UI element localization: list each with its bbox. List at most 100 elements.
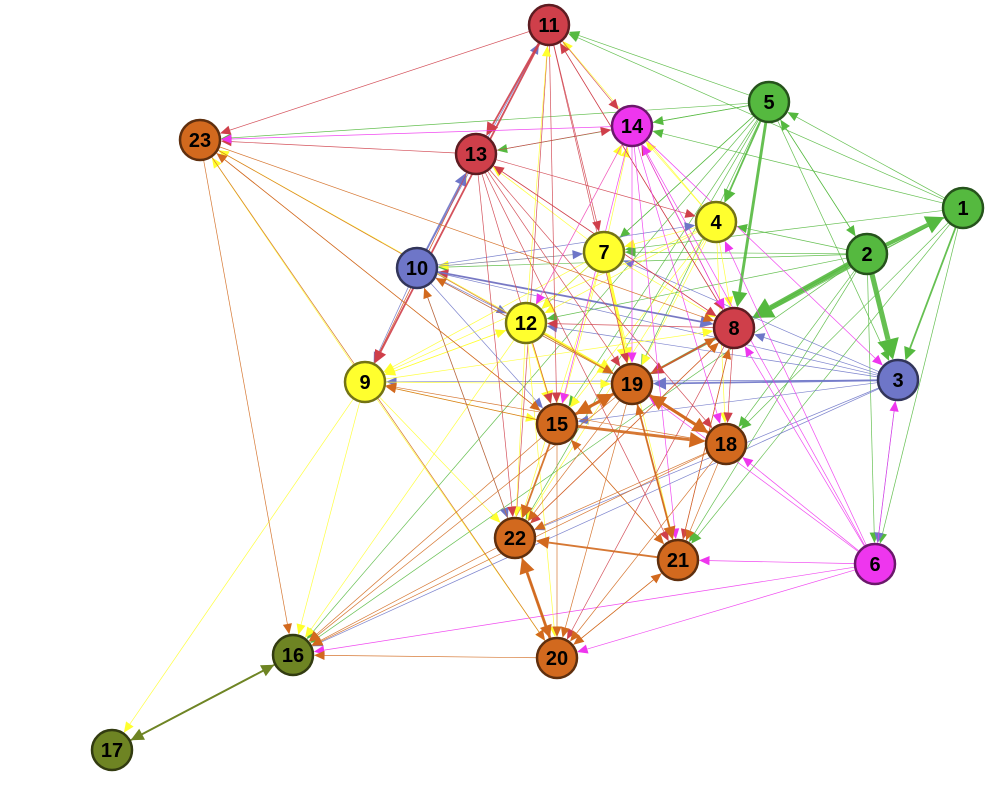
arrowhead-icon — [566, 628, 576, 640]
node-circle[interactable] — [747, 80, 791, 124]
edge-line — [728, 119, 762, 192]
edge-5-to-11 — [568, 31, 751, 96]
node-16[interactable]: 16 — [271, 633, 315, 677]
arrowhead-icon — [568, 31, 581, 40]
node-label: 3 — [892, 370, 903, 392]
edge-line — [427, 297, 509, 520]
edge-line — [571, 345, 725, 631]
edge-11-to-7 — [553, 44, 602, 232]
arrowhead-icon — [525, 412, 537, 422]
node-circle[interactable] — [582, 230, 626, 274]
edge-line — [553, 44, 597, 222]
node-circle[interactable] — [178, 118, 222, 162]
edge-6-to-14 — [642, 144, 866, 547]
edge-line — [378, 396, 494, 516]
node-11[interactable]: 11 — [527, 3, 571, 47]
edge-line — [495, 131, 602, 151]
edge-13-to-23 — [220, 137, 457, 154]
arrowhead-icon — [705, 306, 717, 317]
node-circle[interactable] — [271, 633, 315, 677]
node-circle[interactable] — [535, 402, 579, 446]
node-circle[interactable] — [941, 186, 985, 230]
edge-line — [564, 403, 628, 628]
node-circle[interactable] — [853, 542, 897, 586]
node-21[interactable]: 21 — [656, 538, 700, 582]
node-20[interactable]: 20 — [535, 636, 579, 680]
node-circle[interactable] — [876, 358, 920, 402]
node-circle[interactable] — [454, 132, 498, 176]
node-10[interactable]: 10 — [395, 246, 439, 290]
edge-5-to-2 — [779, 118, 856, 237]
edge-10-to-8 — [436, 270, 714, 328]
edge-1-to-14 — [652, 129, 944, 204]
node-circle[interactable] — [610, 362, 654, 406]
node-23[interactable]: 23 — [178, 118, 222, 162]
node-circle[interactable] — [704, 422, 748, 466]
node-19[interactable]: 19 — [610, 362, 654, 406]
arrowhead-icon — [724, 241, 734, 253]
node-circle[interactable] — [504, 301, 548, 345]
edge-10-to-15 — [430, 282, 543, 409]
node-circle[interactable] — [712, 306, 756, 350]
edge-line — [637, 145, 718, 414]
edge-13-to-18 — [488, 168, 713, 429]
edge-1-to-5 — [787, 112, 946, 199]
edge-line — [425, 183, 462, 251]
edge-6-to-20 — [577, 569, 856, 654]
arrowhead-icon — [742, 457, 754, 468]
node-label: 9 — [359, 372, 370, 394]
node-circle[interactable] — [610, 104, 654, 148]
edge-14-to-12 — [535, 143, 623, 305]
edge-19-to-8 — [649, 338, 716, 375]
arrowhead-icon — [635, 404, 645, 416]
arrowhead-icon — [220, 134, 232, 144]
edge-line — [682, 358, 727, 541]
node-3[interactable]: 3 — [876, 358, 920, 402]
node-circle[interactable] — [90, 728, 134, 772]
node-9[interactable]: 9 — [343, 360, 387, 404]
node-15[interactable]: 15 — [535, 402, 579, 446]
node-circle[interactable] — [535, 636, 579, 680]
edge-6-to-4 — [724, 241, 867, 547]
node-circle[interactable] — [694, 200, 738, 244]
arrowhead-icon — [570, 439, 582, 451]
node-circle[interactable] — [656, 538, 700, 582]
node-13[interactable]: 13 — [454, 132, 498, 176]
edge-11-to-19 — [553, 44, 630, 364]
node-5[interactable]: 5 — [747, 80, 791, 124]
arrowhead-icon — [305, 626, 315, 638]
arrowhead-icon — [535, 629, 546, 641]
edge-line — [632, 264, 880, 373]
edge-line — [750, 463, 860, 552]
node-1[interactable]: 1 — [941, 186, 985, 230]
node-18[interactable]: 18 — [704, 422, 748, 466]
edge-18-to-22 — [534, 451, 708, 530]
node-circle[interactable] — [493, 516, 537, 560]
arrowhead-icon — [544, 304, 556, 314]
node-circle[interactable] — [527, 3, 571, 47]
arrowhead-icon — [559, 42, 570, 55]
node-8[interactable]: 8 — [712, 306, 756, 350]
arrowhead-icon — [740, 418, 752, 430]
node-circle[interactable] — [343, 360, 387, 404]
edge-15-to-22 — [520, 442, 551, 519]
node-circle[interactable] — [395, 246, 439, 290]
edge-line — [648, 393, 697, 426]
edge-5-to-14 — [652, 105, 750, 126]
edge-line — [882, 227, 959, 534]
arrowhead-icon — [535, 536, 550, 549]
node-22[interactable]: 22 — [493, 516, 537, 560]
node-4[interactable]: 4 — [694, 200, 738, 244]
node-7[interactable]: 7 — [582, 230, 626, 274]
node-circle[interactable] — [845, 232, 889, 276]
edge-line — [576, 459, 714, 634]
node-17[interactable]: 17 — [90, 728, 134, 772]
node-12[interactable]: 12 — [504, 301, 548, 345]
edge-line — [635, 251, 848, 255]
node-2[interactable]: 2 — [845, 232, 889, 276]
arrowhead-icon — [684, 222, 696, 232]
node-6[interactable]: 6 — [853, 542, 897, 586]
node-14[interactable]: 14 — [610, 104, 654, 148]
edge-line — [549, 44, 557, 393]
